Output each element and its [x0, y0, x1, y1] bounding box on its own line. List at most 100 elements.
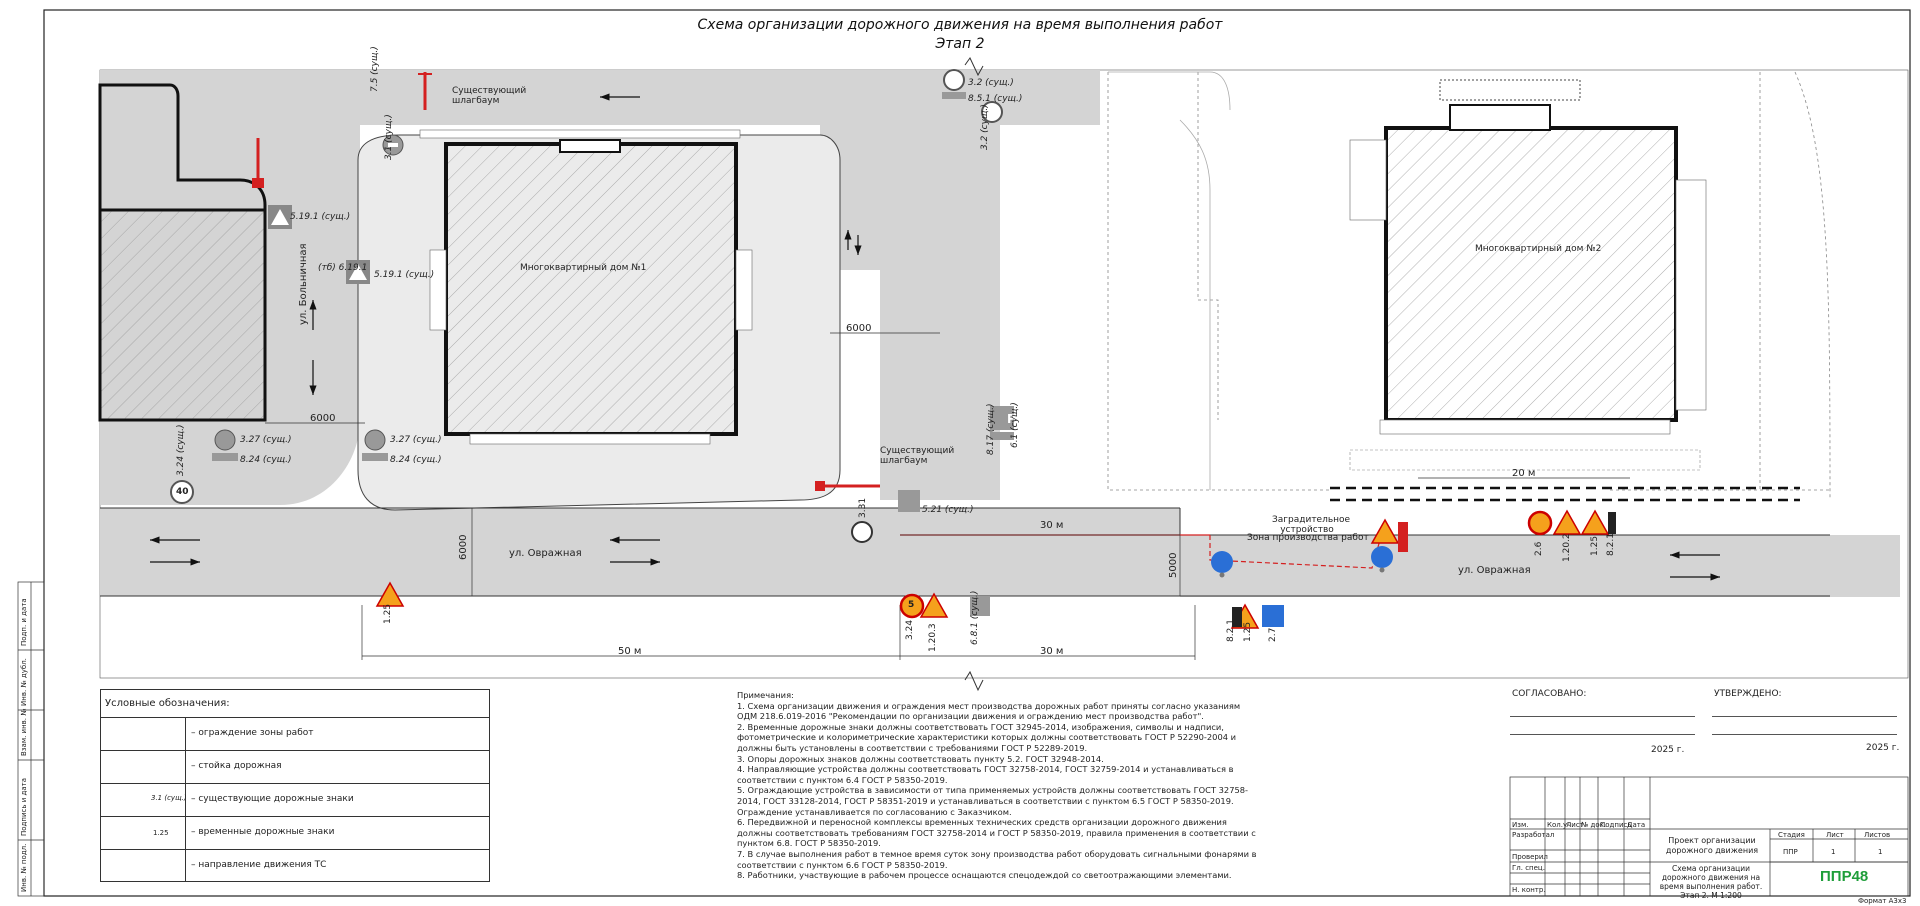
site-boundary-2 [1108, 71, 1231, 490]
sign-label-31-top: 3.1 (сущ.) [384, 114, 394, 160]
house-1 [419, 129, 753, 445]
side-stamp-replace: Взам. инв. № [20, 708, 28, 756]
legend-text-direction: – направление движения ТС [191, 860, 327, 870]
stamp-sheet-title: Схема организации дорожного движения на … [1659, 864, 1763, 900]
sign-label-851: 8.5.1 (сущ.) [968, 94, 1023, 104]
approved-line-1 [1712, 716, 1897, 717]
sign-label-824-a: 8.24 (сущ.) [240, 455, 292, 465]
house-2 [1349, 79, 1707, 471]
legend-sym-existing: 3.1 (сущ.) [151, 794, 187, 802]
stamp-sheets: 1 [1878, 848, 1883, 856]
street-bolnichnaya: ул. Больничная [298, 243, 309, 325]
sign-speed-40: 40 [176, 487, 189, 497]
dim-6000-left: 6000 [310, 413, 336, 424]
notes-header: Примечания: [737, 690, 794, 700]
legend-box: Условные обозначения: – ограждение зоны … [100, 689, 490, 882]
sign-label-26: 2.6 [1534, 541, 1544, 556]
existing-signs [170, 69, 1014, 616]
stamp-stage: ППР [1783, 848, 1798, 856]
sign-label-75: 7.5 (сущ.) [370, 46, 380, 92]
legend-row-direction: – направление движения ТС [101, 849, 489, 882]
traffic-arrows [150, 93, 1720, 581]
sign-label-821-c: 8.2.1 [1606, 533, 1616, 556]
stamp-sheet-header: Лист [1826, 831, 1844, 839]
sign-label-327-b: 3.27 (сущ.) [390, 435, 442, 445]
side-stamp-sign-date-2: Подп. и дата [20, 598, 28, 646]
sign-label-327-a: 3.27 (сущ.) [240, 435, 292, 445]
approved-year: 2025 г. [1866, 743, 1900, 753]
sheet-format: Формат А3х3 [1858, 897, 1907, 905]
dim-30-top: 30 м [1040, 520, 1064, 531]
sign-label-125-left: 1.25 [383, 603, 393, 624]
stamp-col-izm: Изм. [1512, 821, 1529, 829]
stamp-project: Проект организации дорожного движения [1665, 836, 1759, 855]
company-logo: ППР48 [1820, 868, 1869, 885]
legend-text-temp: – временные дорожные знаки [191, 827, 335, 837]
sign-label-331: 3.31 [858, 497, 868, 518]
agreed-year: 2025 г. [1651, 745, 1685, 755]
sheet-frame [43, 9, 1911, 897]
notes-block: Примечания: 1. Схема организации движени… [737, 690, 1260, 881]
label-barrier-top: Существующий шлагбаум [452, 86, 527, 106]
legend-sym-temp: 1.25 [153, 829, 169, 837]
sign-label-32-b: 3.2 (сущ.) [980, 104, 990, 150]
sign-label-521: 5.21 (сущ.) [922, 505, 974, 515]
sign-label-821-b: 8.2.1 [1226, 619, 1236, 642]
sign-label-324: 3.24 [905, 619, 915, 640]
side-stamp-grid [17, 581, 45, 897]
stamp-row-dev: Разработал [1512, 831, 1555, 839]
agreed-line-1 [1510, 716, 1695, 717]
dim-5000: 5000 [1168, 552, 1179, 578]
legend-row-existing: 3.1 (сущ.)– существующие дорожные знаки [101, 783, 489, 816]
stamp-row-check: Проверил [1512, 853, 1548, 861]
stamp-row-control: Н. контр. [1512, 886, 1546, 894]
stamp-col-kol: Кол.уч [1547, 821, 1572, 829]
label-house-2: Многоквартирный дом №2 [1475, 244, 1602, 254]
stamp-sheets-header: Листов [1864, 831, 1891, 839]
temp-signs [375, 509, 1616, 629]
label-house-1: Многоквартирный дом №1 [520, 263, 647, 273]
sign-label-32-top: 3.2 (сущ.) [968, 78, 1014, 88]
sign-parking: P [1007, 412, 1016, 426]
dim-20: 20 м [1512, 468, 1536, 479]
stamp-grid [1509, 776, 1909, 897]
agreed-label: СОГЛАСОВАНО: [1512, 689, 1587, 699]
street-ovrazhnaya-right: ул. Овражная [1458, 565, 1531, 576]
note-2: 2. Временные дорожные знаки должны соотв… [737, 721, 1237, 753]
legend-row-temp: 1.25 – временные дорожные знаки [101, 816, 489, 849]
sign-label-1203: 1.20.3 [928, 623, 938, 652]
drawing-stage: Этап 2 [935, 36, 985, 52]
sign-label-125-c: 1.25 [1590, 535, 1600, 556]
sign-speed-5: 5 [908, 600, 915, 610]
sign-label-5191-a: 5.19.1 (сущ.) [290, 212, 351, 222]
dim-6000-mid: 6000 [846, 323, 872, 334]
stamp-sheet: 1 [1831, 848, 1836, 856]
note-1: 1. Схема организации движения и огражден… [737, 700, 1241, 722]
note-4: 4. Направляющие устройства должны соотве… [737, 764, 1234, 785]
sign-label-5191-b: 5.19.1 (сущ.) [374, 270, 435, 280]
approved-label: УТВЕРЖДЕНО: [1714, 689, 1782, 699]
break-mark-bottom [964, 670, 984, 692]
note-8: 8. Работники, участвующие в рабочем проц… [737, 870, 1232, 881]
dim-30-bottom: 30 м [1040, 646, 1064, 657]
sign-posts [1219, 567, 1385, 578]
note-5: 5. Ограждающие устройства в зависимости … [737, 785, 1249, 817]
side-stamp-sign-date: Подпись и дата [20, 778, 28, 836]
legend-text-post: – стойка дорожная [191, 761, 282, 771]
label-fence-device: Заградительное устройство [1272, 515, 1351, 535]
sign-label-tb: (тб) 6.19.1 [318, 263, 368, 273]
label-barrier-mid: Существующий шлагбаум [880, 446, 955, 466]
break-mark-top [964, 57, 984, 77]
dim-50: 50 м [618, 646, 642, 657]
sign-label-817: 8.17 (сущ.) [986, 403, 996, 455]
note-3: 3. Опоры дорожных знаков должны соответс… [737, 753, 1104, 764]
stamp-col-doc: № док. [1581, 821, 1607, 829]
sign-label-61: 6.1 (сущ.) [1010, 402, 1020, 448]
stamp-col-list: Лист [1566, 821, 1584, 829]
legend-text-fence: – ограждение зоны работ [191, 728, 314, 738]
sign-label-324-40: 3.24 (сущ.) [176, 424, 186, 476]
sign-label-824-b: 8.24 (сущ.) [390, 455, 442, 465]
street-ovrazhnaya-left: ул. Овражная [509, 548, 582, 559]
legend-header: Условные обозначения: [105, 698, 230, 709]
